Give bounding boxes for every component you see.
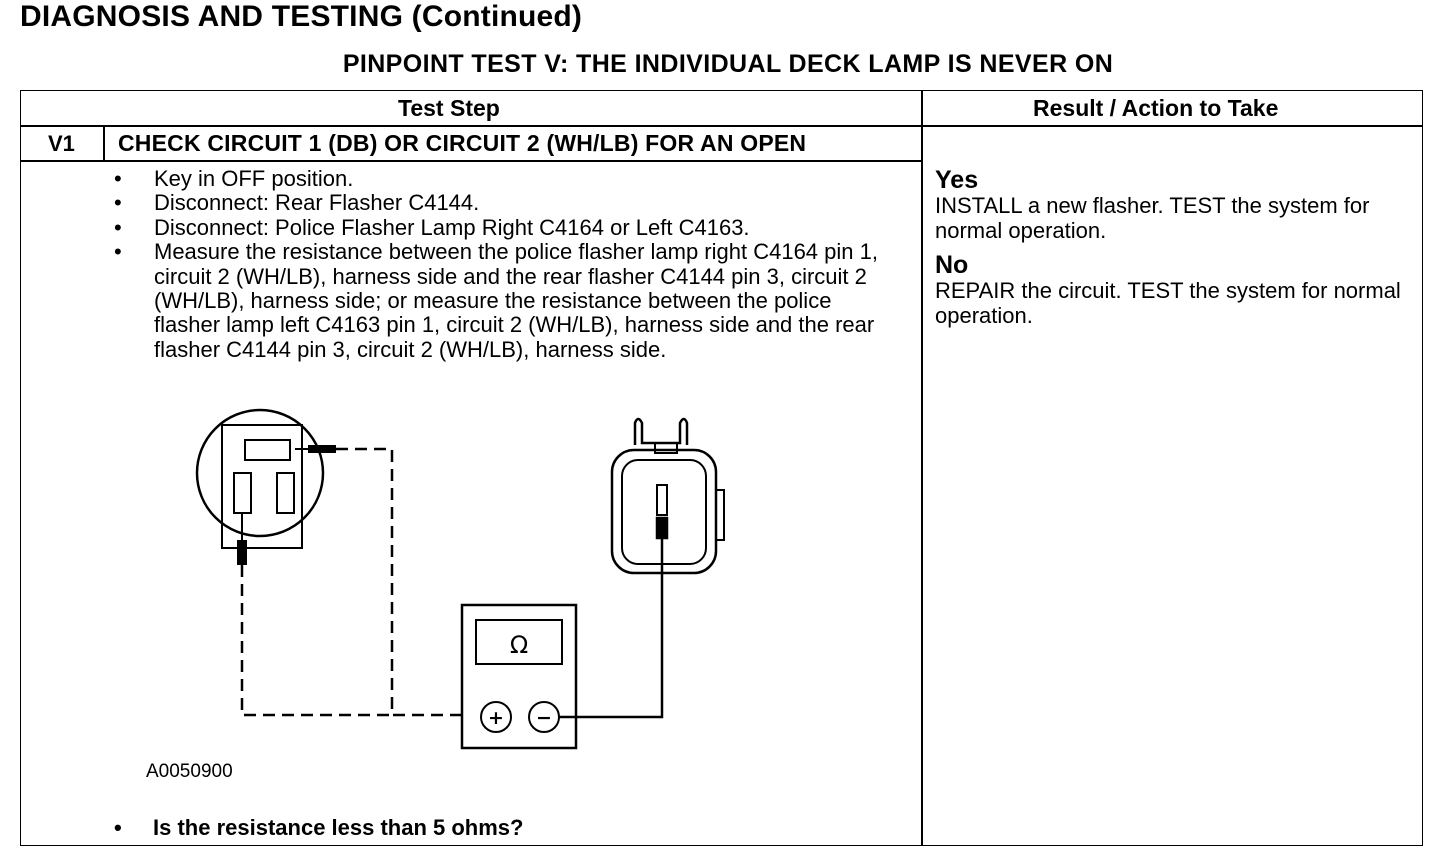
step-id-divider bbox=[103, 125, 105, 161]
header-rule bbox=[20, 125, 1423, 127]
wiring-diagram: Ω + − bbox=[195, 408, 725, 750]
list-item: Key in OFF position. bbox=[110, 166, 890, 192]
rear-flasher-connector bbox=[195, 408, 325, 549]
result-no-label: No bbox=[935, 251, 969, 279]
probe-bottom bbox=[237, 531, 247, 565]
list-item: Disconnect: Rear Flasher C4144. bbox=[110, 190, 890, 216]
page-title: DIAGNOSIS AND TESTING (Continued) bbox=[20, 0, 583, 33]
step-id: V1 bbox=[48, 131, 75, 156]
ohmmeter bbox=[460, 603, 578, 750]
result-no-text: REPAIR the circuit. TEST the system for … bbox=[935, 278, 1401, 328]
list-item: Disconnect: Police Flasher Lamp Right C4… bbox=[110, 215, 890, 241]
step-instructions: Key in OFF position. Disconnect: Rear Fl… bbox=[110, 166, 890, 362]
list-item: Measure the resistance between the polic… bbox=[110, 240, 890, 362]
result-yes-label: Yes bbox=[935, 166, 979, 194]
police-flasher-lamp-connector bbox=[610, 417, 725, 575]
figure-id: A0050900 bbox=[146, 761, 233, 782]
header-test-step: Test Step bbox=[398, 95, 500, 121]
probe-top bbox=[295, 445, 336, 453]
ohm-symbol: Ω bbox=[510, 631, 528, 659]
test-table bbox=[20, 90, 1423, 846]
header-result-action: Result / Action to Take bbox=[1033, 95, 1279, 121]
minus-terminal: − bbox=[536, 707, 552, 729]
step-title-rule bbox=[20, 160, 922, 162]
dashed-leads bbox=[240, 447, 462, 717]
column-divider bbox=[921, 90, 923, 846]
solid-lead bbox=[559, 535, 664, 719]
pinpoint-test-title: PINPOINT TEST V: THE INDIVIDUAL DECK LAM… bbox=[342, 50, 1114, 78]
step-title: CHECK CIRCUIT 1 (DB) OR CIRCUIT 2 (WH/LB… bbox=[118, 130, 807, 156]
step-question: Is the resistance less than 5 ohms? bbox=[110, 815, 523, 841]
result-yes-text: INSTALL a new flasher. TEST the system f… bbox=[935, 193, 1370, 243]
plus-terminal: + bbox=[488, 707, 504, 729]
